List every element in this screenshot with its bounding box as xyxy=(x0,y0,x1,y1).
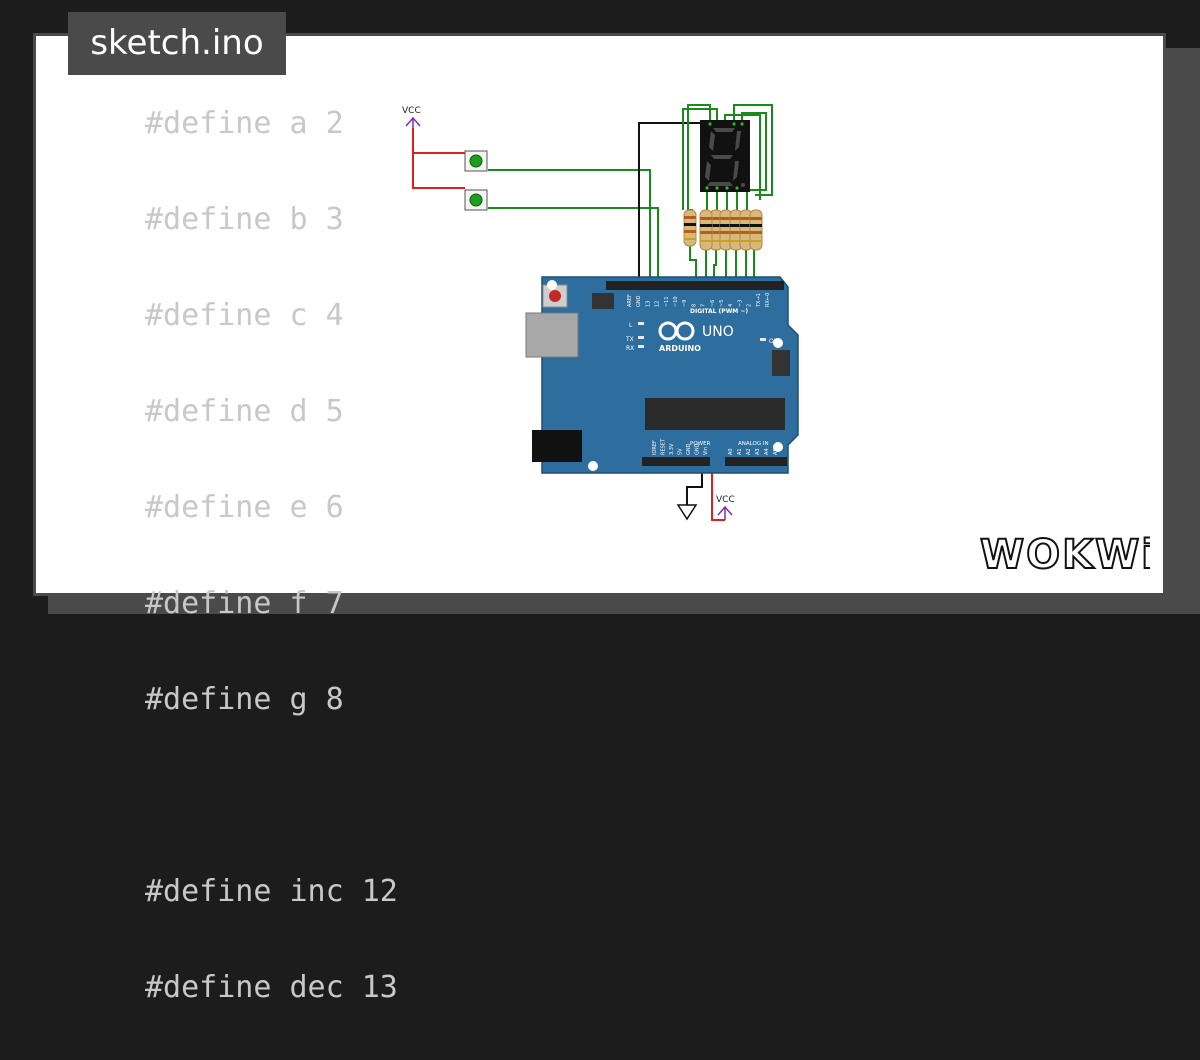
power-pin-label: 5V xyxy=(678,448,684,455)
power-pin-label: RESET xyxy=(661,438,667,455)
circuit-diagram: VCC xyxy=(402,104,799,521)
code-line: #define c 4 xyxy=(145,298,344,333)
file-tab[interactable]: sketch.ino xyxy=(68,12,286,75)
push-button-inc[interactable] xyxy=(464,150,488,172)
digital-header-label: DIGITAL (PWM ~) xyxy=(690,308,748,315)
resistor xyxy=(739,209,753,251)
code-line: #define e 6 xyxy=(145,490,344,525)
power-header-label: POWER xyxy=(690,441,711,447)
wire-vin-vcc xyxy=(711,473,725,521)
code-line: #define d 5 xyxy=(145,394,344,429)
resistor xyxy=(699,209,713,251)
analog-pin-label: A5 xyxy=(773,448,779,455)
microcontroller-chip xyxy=(645,398,785,430)
resistor-array xyxy=(683,209,763,251)
digital-pin-label: 4 xyxy=(728,304,734,307)
wire-res-pin-b xyxy=(713,250,717,285)
digital-pin-label: 2 xyxy=(747,304,753,307)
seven-segment-display xyxy=(700,120,750,192)
digital-pin-label: AREF xyxy=(627,294,633,307)
code-line: #define g 8 xyxy=(145,682,344,717)
analog-header-pins xyxy=(725,457,787,466)
wire-seg-loop-2 xyxy=(682,108,718,210)
arduino-logo xyxy=(658,321,695,341)
digital-pin-label: ~6 xyxy=(710,300,716,307)
vcc-top-symbol: VCC xyxy=(402,106,421,128)
wire-seg-loop-5 xyxy=(724,114,761,200)
wire-seg-loop-3 xyxy=(733,104,773,196)
digital-pin-label: 7 xyxy=(701,304,707,307)
digital-pin-label: TX→1 xyxy=(756,293,762,308)
ground-symbol xyxy=(676,504,698,521)
wire-gnd-power xyxy=(686,473,703,505)
board-model: UNO xyxy=(702,324,734,340)
push-button-dec[interactable] xyxy=(464,189,488,211)
analog-pin-label: A3 xyxy=(755,448,761,455)
vcc-top-label: VCC xyxy=(402,106,421,116)
power-pin-label: 3.3V xyxy=(669,443,675,455)
analog-header-label: ANALOG IN xyxy=(738,441,769,447)
arduino-uno-board: ARDUINO UNO DIGITAL (PWM ~) POWER ANALOG… xyxy=(525,276,799,474)
digital-pin-label: GND xyxy=(636,295,642,307)
code-line: #define a 2 xyxy=(145,106,344,141)
analog-pin-label: A2 xyxy=(746,448,752,455)
digital-pin-label: 12 xyxy=(655,301,661,307)
power-pin-label: GND xyxy=(686,443,692,455)
digital-pin-label: ~3 xyxy=(737,300,743,307)
wire-disp-res xyxy=(706,190,748,210)
wire-button2-pin xyxy=(488,207,659,285)
code-snippet: #define a 2 #define b 3 #define c 4 #def… xyxy=(145,100,398,1060)
analog-pin-label: A0 xyxy=(728,448,734,455)
digital-pin-label: ~9 xyxy=(682,300,688,307)
wire-vcc-button1 xyxy=(412,128,465,154)
resistor xyxy=(749,209,763,251)
digital-pin-label: RX←0 xyxy=(765,293,771,307)
wire-vcc-button2 xyxy=(412,153,465,189)
wire-res-pin-a xyxy=(689,245,697,285)
code-line: #define dec 13 xyxy=(145,970,398,1005)
digital-pin-label: 8 xyxy=(691,304,697,307)
code-line: #define b 3 xyxy=(145,202,344,237)
digital-pin-label: 13 xyxy=(645,301,651,307)
code-line: #define f 7 xyxy=(145,586,344,621)
code-line: #define inc 12 xyxy=(145,874,398,909)
board-brand: ARDUINO xyxy=(659,344,701,353)
digital-pin-label: ~11 xyxy=(664,296,670,307)
vcc-bottom-symbol: VCC xyxy=(716,495,735,520)
vcc-bottom-label: VCC xyxy=(716,495,735,505)
wokwi-wordmark: WOKWi xyxy=(980,532,1150,576)
power-pin-label: GND xyxy=(695,443,701,455)
code-line xyxy=(145,772,398,820)
power-pin-label: IOREF xyxy=(652,440,658,455)
power-pin-label: Vin xyxy=(703,447,709,455)
wires xyxy=(412,104,773,521)
wire-gnd-display xyxy=(638,122,710,285)
led-on-label: ON xyxy=(769,338,778,345)
digital-pin-label: ~10 xyxy=(673,296,679,307)
wokwi-logo: WOKWi xyxy=(979,531,1150,576)
resistor xyxy=(683,209,697,247)
power-jack xyxy=(532,430,582,462)
analog-pin-label: A4 xyxy=(764,448,770,455)
power-header-pins xyxy=(642,457,710,466)
led-tx-label: TX xyxy=(625,336,634,343)
led-rx-label: RX xyxy=(626,345,634,352)
led-l-label: L xyxy=(629,322,633,329)
wire-button1-pin xyxy=(488,169,651,285)
usb-connector xyxy=(525,312,579,358)
digital-header xyxy=(606,281,784,290)
digital-pin-label: ~5 xyxy=(719,300,725,307)
analog-pin-label: A1 xyxy=(737,448,743,455)
